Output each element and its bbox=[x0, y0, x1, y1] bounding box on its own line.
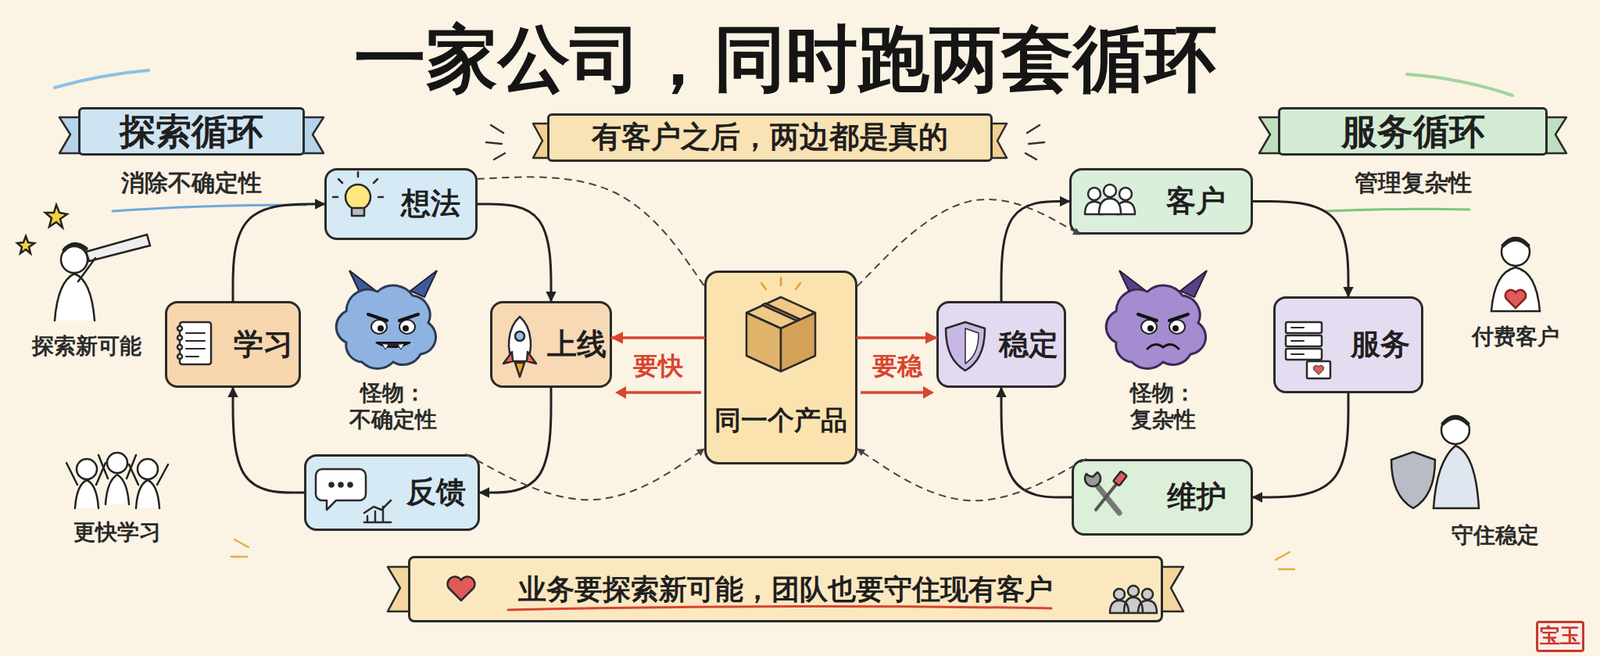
arrow-connector bbox=[857, 336, 937, 340]
node-label: 宝玉 bbox=[1539, 624, 1581, 648]
dashed-connector bbox=[857, 448, 1087, 501]
node-label: 稳定 bbox=[998, 327, 1059, 362]
node-label: 上线 bbox=[547, 327, 607, 362]
customer-figure bbox=[1491, 237, 1540, 312]
process-box: 反馈 bbox=[304, 454, 480, 531]
process-box: 稳定 bbox=[936, 300, 1067, 388]
swoosh bbox=[54, 70, 149, 88]
title: 一家公司，同时跑两套循环 bbox=[312, 10, 1259, 108]
dashed-connector bbox=[477, 176, 705, 286]
node-label: 同一个产品 bbox=[714, 404, 848, 436]
process-box: 客户 bbox=[1069, 168, 1253, 235]
arrow-connector bbox=[1001, 387, 1072, 498]
dashed-connector bbox=[465, 448, 705, 500]
arrow-connector bbox=[477, 204, 552, 301]
figure-caption: 付费客户 bbox=[1453, 323, 1579, 351]
dashed-connector bbox=[857, 199, 1081, 287]
figure-caption: 更快学习 bbox=[54, 519, 180, 546]
node-label: 反馈 bbox=[406, 475, 466, 510]
arrow-connector bbox=[1252, 201, 1349, 298]
arrow-connector bbox=[232, 387, 305, 493]
node-label: 探索循环 bbox=[119, 110, 264, 153]
edge-label: 要稳 bbox=[858, 349, 937, 384]
loop-banner: 服务循环管理复杂性 bbox=[1277, 107, 1548, 156]
node-label: 客户 bbox=[1166, 184, 1226, 219]
node-label: 服务循环 bbox=[1341, 110, 1486, 153]
arrow-connector bbox=[232, 204, 325, 301]
team-figures bbox=[66, 452, 169, 509]
process-box: 上线 bbox=[490, 300, 613, 388]
explorer-figure bbox=[17, 204, 151, 321]
product-box: 同一个产品 bbox=[704, 270, 858, 465]
node-label: 有客户之后，两边都是真的 bbox=[591, 120, 949, 155]
edge-label: 要快 bbox=[619, 349, 698, 384]
process-box: 维护 bbox=[1071, 458, 1253, 536]
swoosh bbox=[1406, 74, 1513, 96]
underline bbox=[1326, 208, 1470, 212]
node-label: 想法 bbox=[400, 186, 461, 222]
uncertainty-monster bbox=[336, 270, 437, 369]
arrow-connector bbox=[1001, 201, 1070, 302]
complexity-monster bbox=[1106, 270, 1207, 369]
signature-stamp: 宝玉 bbox=[1535, 620, 1585, 652]
arrow-connector bbox=[1252, 393, 1349, 498]
node-label: 服务 bbox=[1350, 327, 1411, 362]
underline bbox=[112, 204, 307, 212]
monster-caption: 怪物： 复杂性 bbox=[1108, 379, 1218, 433]
guard-figure bbox=[1391, 415, 1479, 509]
node-label: 业务要探索新可能，团队也要守住现有客户 bbox=[518, 572, 1053, 605]
node-subtitle: 管理复杂性 bbox=[1233, 167, 1593, 200]
node-label: 维护 bbox=[1166, 479, 1227, 515]
node-label: 学习 bbox=[233, 327, 294, 362]
message-band: 业务要探索新可能，团队也要守住现有客户 bbox=[408, 555, 1164, 623]
figure-caption: 探索新可能 bbox=[16, 332, 158, 360]
ribbon-tails bbox=[59, 117, 1567, 612]
arrow-connector bbox=[612, 336, 705, 340]
process-box: 服务 bbox=[1273, 296, 1424, 394]
process-box: 想法 bbox=[324, 168, 478, 240]
sparkles bbox=[231, 125, 1295, 570]
arrow-connector bbox=[479, 387, 552, 493]
node-subtitle: 消除不确定性 bbox=[33, 167, 350, 200]
process-box: 学习 bbox=[164, 300, 301, 388]
figure-caption: 守住稳定 bbox=[1432, 522, 1558, 549]
monster-caption: 怪物： 不确定性 bbox=[338, 379, 448, 433]
headline-band: 有客户之后，两边都是真的 bbox=[547, 113, 993, 162]
loop-banner: 探索循环消除不确定性 bbox=[78, 107, 305, 156]
